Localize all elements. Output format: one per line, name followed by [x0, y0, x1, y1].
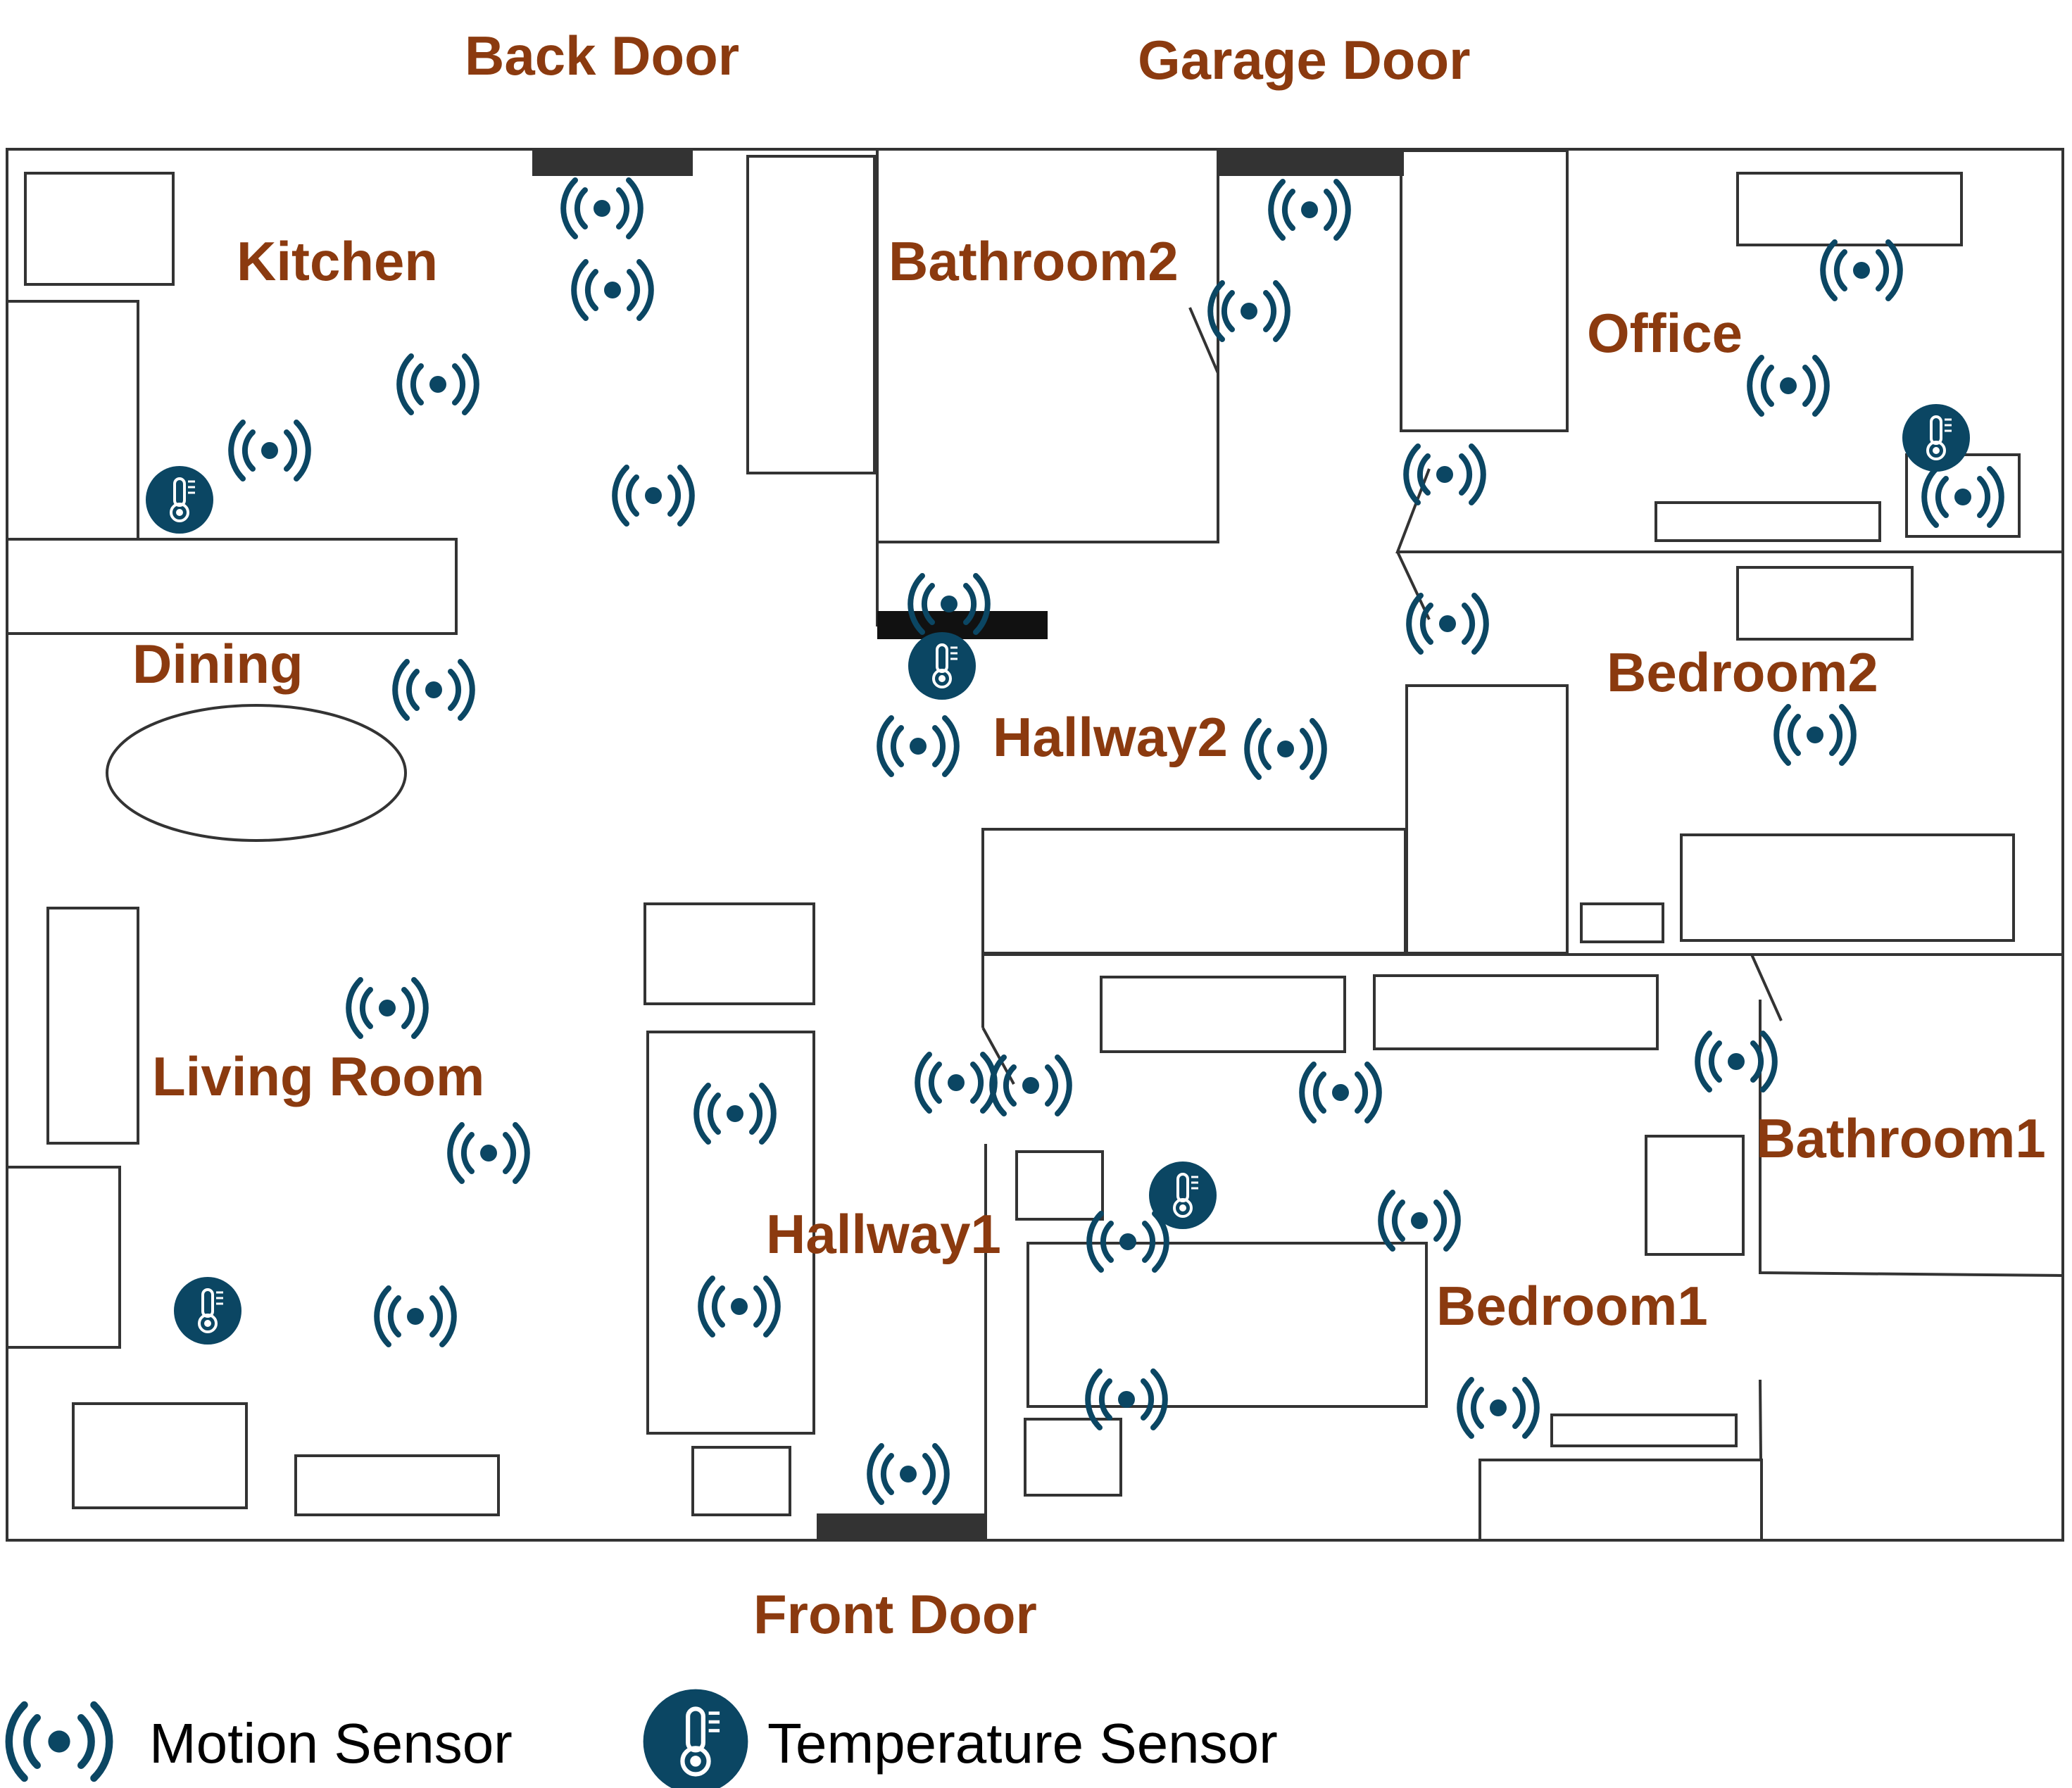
motion-sensor-icon: [615, 467, 692, 524]
temperature-sensor-icon: [1901, 403, 1971, 473]
room-label-bathroom2: Bathroom2: [889, 230, 1179, 292]
motion-sensor-icon: [349, 980, 426, 1036]
room-label-bedroom1: Bedroom1: [1436, 1275, 1708, 1337]
motion-sensor-icon: [869, 1446, 947, 1502]
motion-sensor-icon: [1247, 721, 1324, 777]
motion-sensor-icon: [1697, 1033, 1775, 1090]
motion-sensor-icon: [879, 718, 957, 774]
garage-door: [1218, 149, 1404, 176]
room-label-bedroom2: Bedroom2: [1607, 641, 1878, 703]
room-label-living-room: Living Room: [152, 1045, 484, 1107]
room-label-hallway1: Hallway1: [766, 1203, 1001, 1265]
motion-sensor-icon: [399, 356, 477, 413]
legend-motion-label: Motion Sensor: [149, 1712, 513, 1775]
motion-sensor-icon: [1406, 446, 1483, 503]
motion-sensor-icon: [1776, 707, 1854, 763]
motion-sensor-icon: [1210, 283, 1288, 339]
room-label-bathroom1: Bathroom1: [1756, 1107, 2046, 1169]
motion-sensor-icon: [377, 1288, 454, 1345]
motion-sensor-icon: [563, 180, 641, 237]
motion-sensor-icon: [1823, 242, 1900, 298]
front-door: [817, 1513, 986, 1542]
motion-sensor-icon: [1750, 358, 1827, 414]
temperature-sensor-icon: [643, 1689, 748, 1788]
temperature-sensor-icon: [1148, 1160, 1218, 1230]
motion-sensor-icon: [1271, 182, 1348, 238]
furniture: [6, 149, 2021, 1542]
back-door: [532, 149, 693, 176]
front-door-label: Front Door: [753, 1583, 1037, 1645]
motion-sensor-icon: [917, 1054, 995, 1111]
motion-sensor-icon: [450, 1125, 527, 1181]
temperature-sensor-icon: [144, 465, 215, 535]
bathroom2-door: [877, 611, 1048, 639]
room-label-kitchen: Kitchen: [237, 230, 438, 292]
room-label-dining: Dining: [132, 633, 303, 695]
motion-sensor-icon: [1381, 1192, 1458, 1249]
outer-wall: [6, 148, 2064, 1542]
garage-door-label: Garage Door: [1138, 29, 1470, 91]
motion-sensor-icon: [574, 262, 651, 318]
room-label-hallway2: Hallway2: [993, 706, 1228, 768]
motion-sensor-icon: [231, 422, 308, 479]
temperature-sensor-icon: [172, 1276, 243, 1346]
temperature-sensor-icon: [907, 631, 977, 701]
motion-sensor-icon: [1459, 1380, 1537, 1436]
room-label-office: Office: [1587, 302, 1743, 364]
motion-sensor-icon: [1302, 1064, 1379, 1121]
motion-sensor-icon: [9, 1705, 110, 1778]
motion-sensor-icon: [395, 662, 472, 718]
legend: Motion Sensor Temperature Sensor: [9, 1689, 1278, 1788]
back-door-label: Back Door: [465, 25, 739, 87]
legend-temperature-label: Temperature Sensor: [767, 1712, 1278, 1775]
